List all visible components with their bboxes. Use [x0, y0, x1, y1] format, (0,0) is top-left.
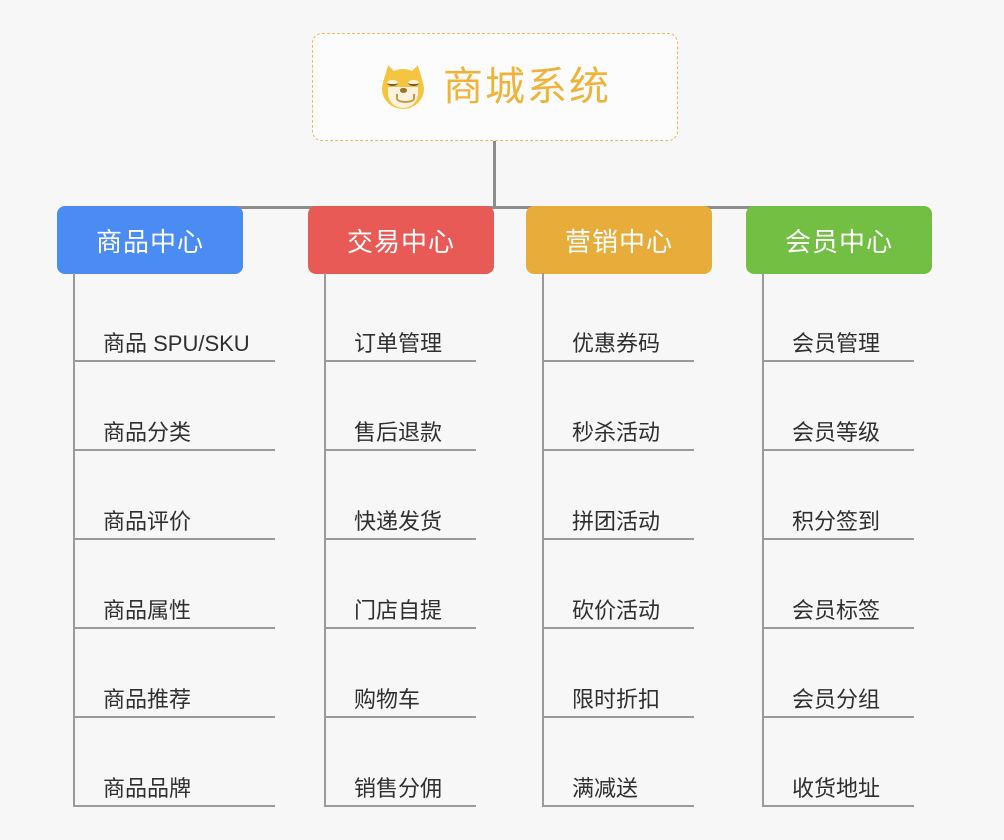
leaf-item[interactable]: 销售分佣: [324, 718, 476, 807]
branch-header-1[interactable]: 交易中心: [308, 206, 494, 274]
leaf-spine: [542, 273, 544, 807]
leaf-item[interactable]: 商品属性: [73, 540, 275, 629]
leaf-item-label: 商品分类: [103, 419, 192, 445]
leaf-item-label: 收货地址: [792, 775, 881, 801]
leaf-column-0: 商品 SPU/SKU 商品分类 商品评价 商品属性 商品推荐 商品品牌: [73, 273, 275, 807]
shiba-dog-icon: [379, 63, 427, 111]
leaf-item[interactable]: 秒杀活动: [542, 362, 694, 451]
leaf-item-label: 优惠券码: [572, 330, 661, 356]
leaf-item[interactable]: 门店自提: [324, 540, 476, 629]
leaf-item-label: 会员标签: [792, 597, 881, 623]
leaf-item-label: 销售分佣: [354, 775, 443, 801]
leaf-item[interactable]: 商品分类: [73, 362, 275, 451]
leaf-item-label: 订单管理: [354, 330, 443, 356]
leaf-spine: [324, 273, 326, 807]
leaf-item[interactable]: 快递发货: [324, 451, 476, 540]
leaf-item-label: 快递发货: [354, 508, 443, 534]
leaf-item-label: 商品评价: [103, 508, 192, 534]
leaf-item[interactable]: 会员等级: [762, 362, 914, 451]
leaf-item-label: 砍价活动: [572, 597, 661, 623]
leaf-item[interactable]: 拼团活动: [542, 451, 694, 540]
leaf-item[interactable]: 会员分组: [762, 629, 914, 718]
leaf-item-label: 门店自提: [354, 597, 443, 623]
leaf-column-3: 会员管理 会员等级 积分签到 会员标签 会员分组 收货地址: [762, 273, 914, 807]
leaf-column-2: 优惠券码 秒杀活动 拼团活动 砍价活动 限时折扣 满减送: [542, 273, 694, 807]
leaf-item[interactable]: 积分签到: [762, 451, 914, 540]
branch-header-2[interactable]: 营销中心: [526, 206, 712, 274]
leaf-item[interactable]: 会员管理: [762, 273, 914, 362]
leaf-item[interactable]: 商品推荐: [73, 629, 275, 718]
leaf-item-label: 购物车: [354, 686, 421, 712]
leaf-item[interactable]: 收货地址: [762, 718, 914, 807]
leaf-item-label: 会员分组: [792, 686, 881, 712]
root-title: 商城系统: [443, 65, 611, 109]
branch-header-label: 营销中心: [564, 226, 673, 257]
leaf-item[interactable]: 商品 SPU/SKU: [73, 273, 275, 362]
bus-line: [148, 206, 842, 209]
leaf-item-label: 拼团活动: [572, 508, 661, 534]
leaf-item[interactable]: 订单管理: [324, 273, 476, 362]
leaf-item-label: 满减送: [572, 775, 639, 801]
leaf-item[interactable]: 售后退款: [324, 362, 476, 451]
branch-header-0[interactable]: 商品中心: [57, 206, 243, 274]
leaf-spine: [762, 273, 764, 807]
branch-header-3[interactable]: 会员中心: [746, 206, 932, 274]
leaf-item-label: 商品属性: [103, 597, 192, 623]
leaf-item[interactable]: 购物车: [324, 629, 476, 718]
leaf-item-label: 会员管理: [792, 330, 881, 356]
leaf-item[interactable]: 会员标签: [762, 540, 914, 629]
leaf-item-label: 售后退款: [354, 419, 443, 445]
leaf-item[interactable]: 优惠券码: [542, 273, 694, 362]
leaf-item[interactable]: 砍价活动: [542, 540, 694, 629]
leaf-item[interactable]: 满减送: [542, 718, 694, 807]
leaf-item-label: 商品 SPU/SKU: [103, 330, 250, 356]
leaf-item[interactable]: 商品评价: [73, 451, 275, 540]
branch-header-label: 会员中心: [784, 226, 893, 257]
leaf-item-label: 会员等级: [792, 419, 881, 445]
trunk-line: [493, 141, 496, 209]
leaf-item[interactable]: 商品品牌: [73, 718, 275, 807]
leaf-item-label: 限时折扣: [572, 686, 661, 712]
branch-header-label: 商品中心: [95, 226, 204, 257]
leaf-item-label: 商品推荐: [103, 686, 192, 712]
leaf-item-label: 商品品牌: [103, 775, 192, 801]
leaf-item[interactable]: 限时折扣: [542, 629, 694, 718]
leaf-spine: [73, 273, 75, 807]
root-node[interactable]: 商城系统: [312, 33, 678, 141]
branch-header-label: 交易中心: [346, 226, 455, 257]
leaf-item-label: 积分签到: [792, 508, 881, 534]
leaf-item-label: 秒杀活动: [572, 419, 661, 445]
leaf-column-1: 订单管理 售后退款 快递发货 门店自提 购物车 销售分佣: [324, 273, 476, 807]
